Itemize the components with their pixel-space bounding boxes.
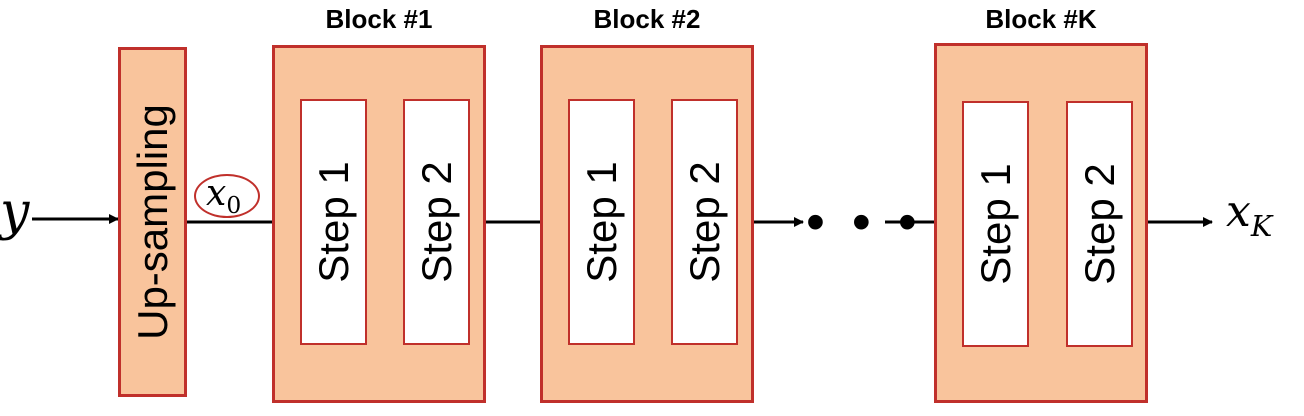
input-label: y (0, 182, 29, 242)
x0-label: x0 (206, 172, 241, 227)
step-label: Step 2 (412, 161, 460, 283)
upsampling-box: Up-sampling (118, 47, 187, 397)
upsampling-label: Up-sampling (128, 104, 176, 340)
x0-sub: 0 (226, 191, 242, 220)
block-1: Step 1 Step 2 (272, 45, 486, 403)
input-y-symbol: y (0, 182, 30, 242)
block-1-step-2: Step 2 (403, 99, 470, 345)
block-title-2: Block #2 (593, 4, 701, 34)
block-title-1: Block #1 (325, 4, 433, 34)
x0-highlight-circle (194, 174, 260, 218)
block-2-step-1: Step 1 (568, 99, 635, 345)
output-base: x (1226, 186, 1251, 237)
step-label: Step 1 (309, 161, 357, 283)
block-k: Step 1 Step 2 (934, 43, 1148, 403)
ellipsis: • • • (806, 192, 923, 252)
block-k-step-1: Step 1 (962, 101, 1029, 347)
step-label: Step 1 (577, 161, 625, 283)
block-title-k: Block #K (985, 4, 1097, 34)
block-1-step-1: Step 1 (300, 99, 367, 345)
step-label: Step 2 (680, 161, 728, 283)
x0-base: x (206, 173, 227, 214)
step-label: Step 2 (1075, 163, 1123, 285)
step-label: Step 1 (971, 163, 1019, 285)
block-2: Step 1 Step 2 (540, 45, 754, 403)
output-sub: K (1250, 208, 1273, 243)
output-label: xK (1226, 186, 1272, 252)
block-2-step-2: Step 2 (671, 99, 738, 345)
block-k-step-2: Step 2 (1066, 101, 1133, 347)
